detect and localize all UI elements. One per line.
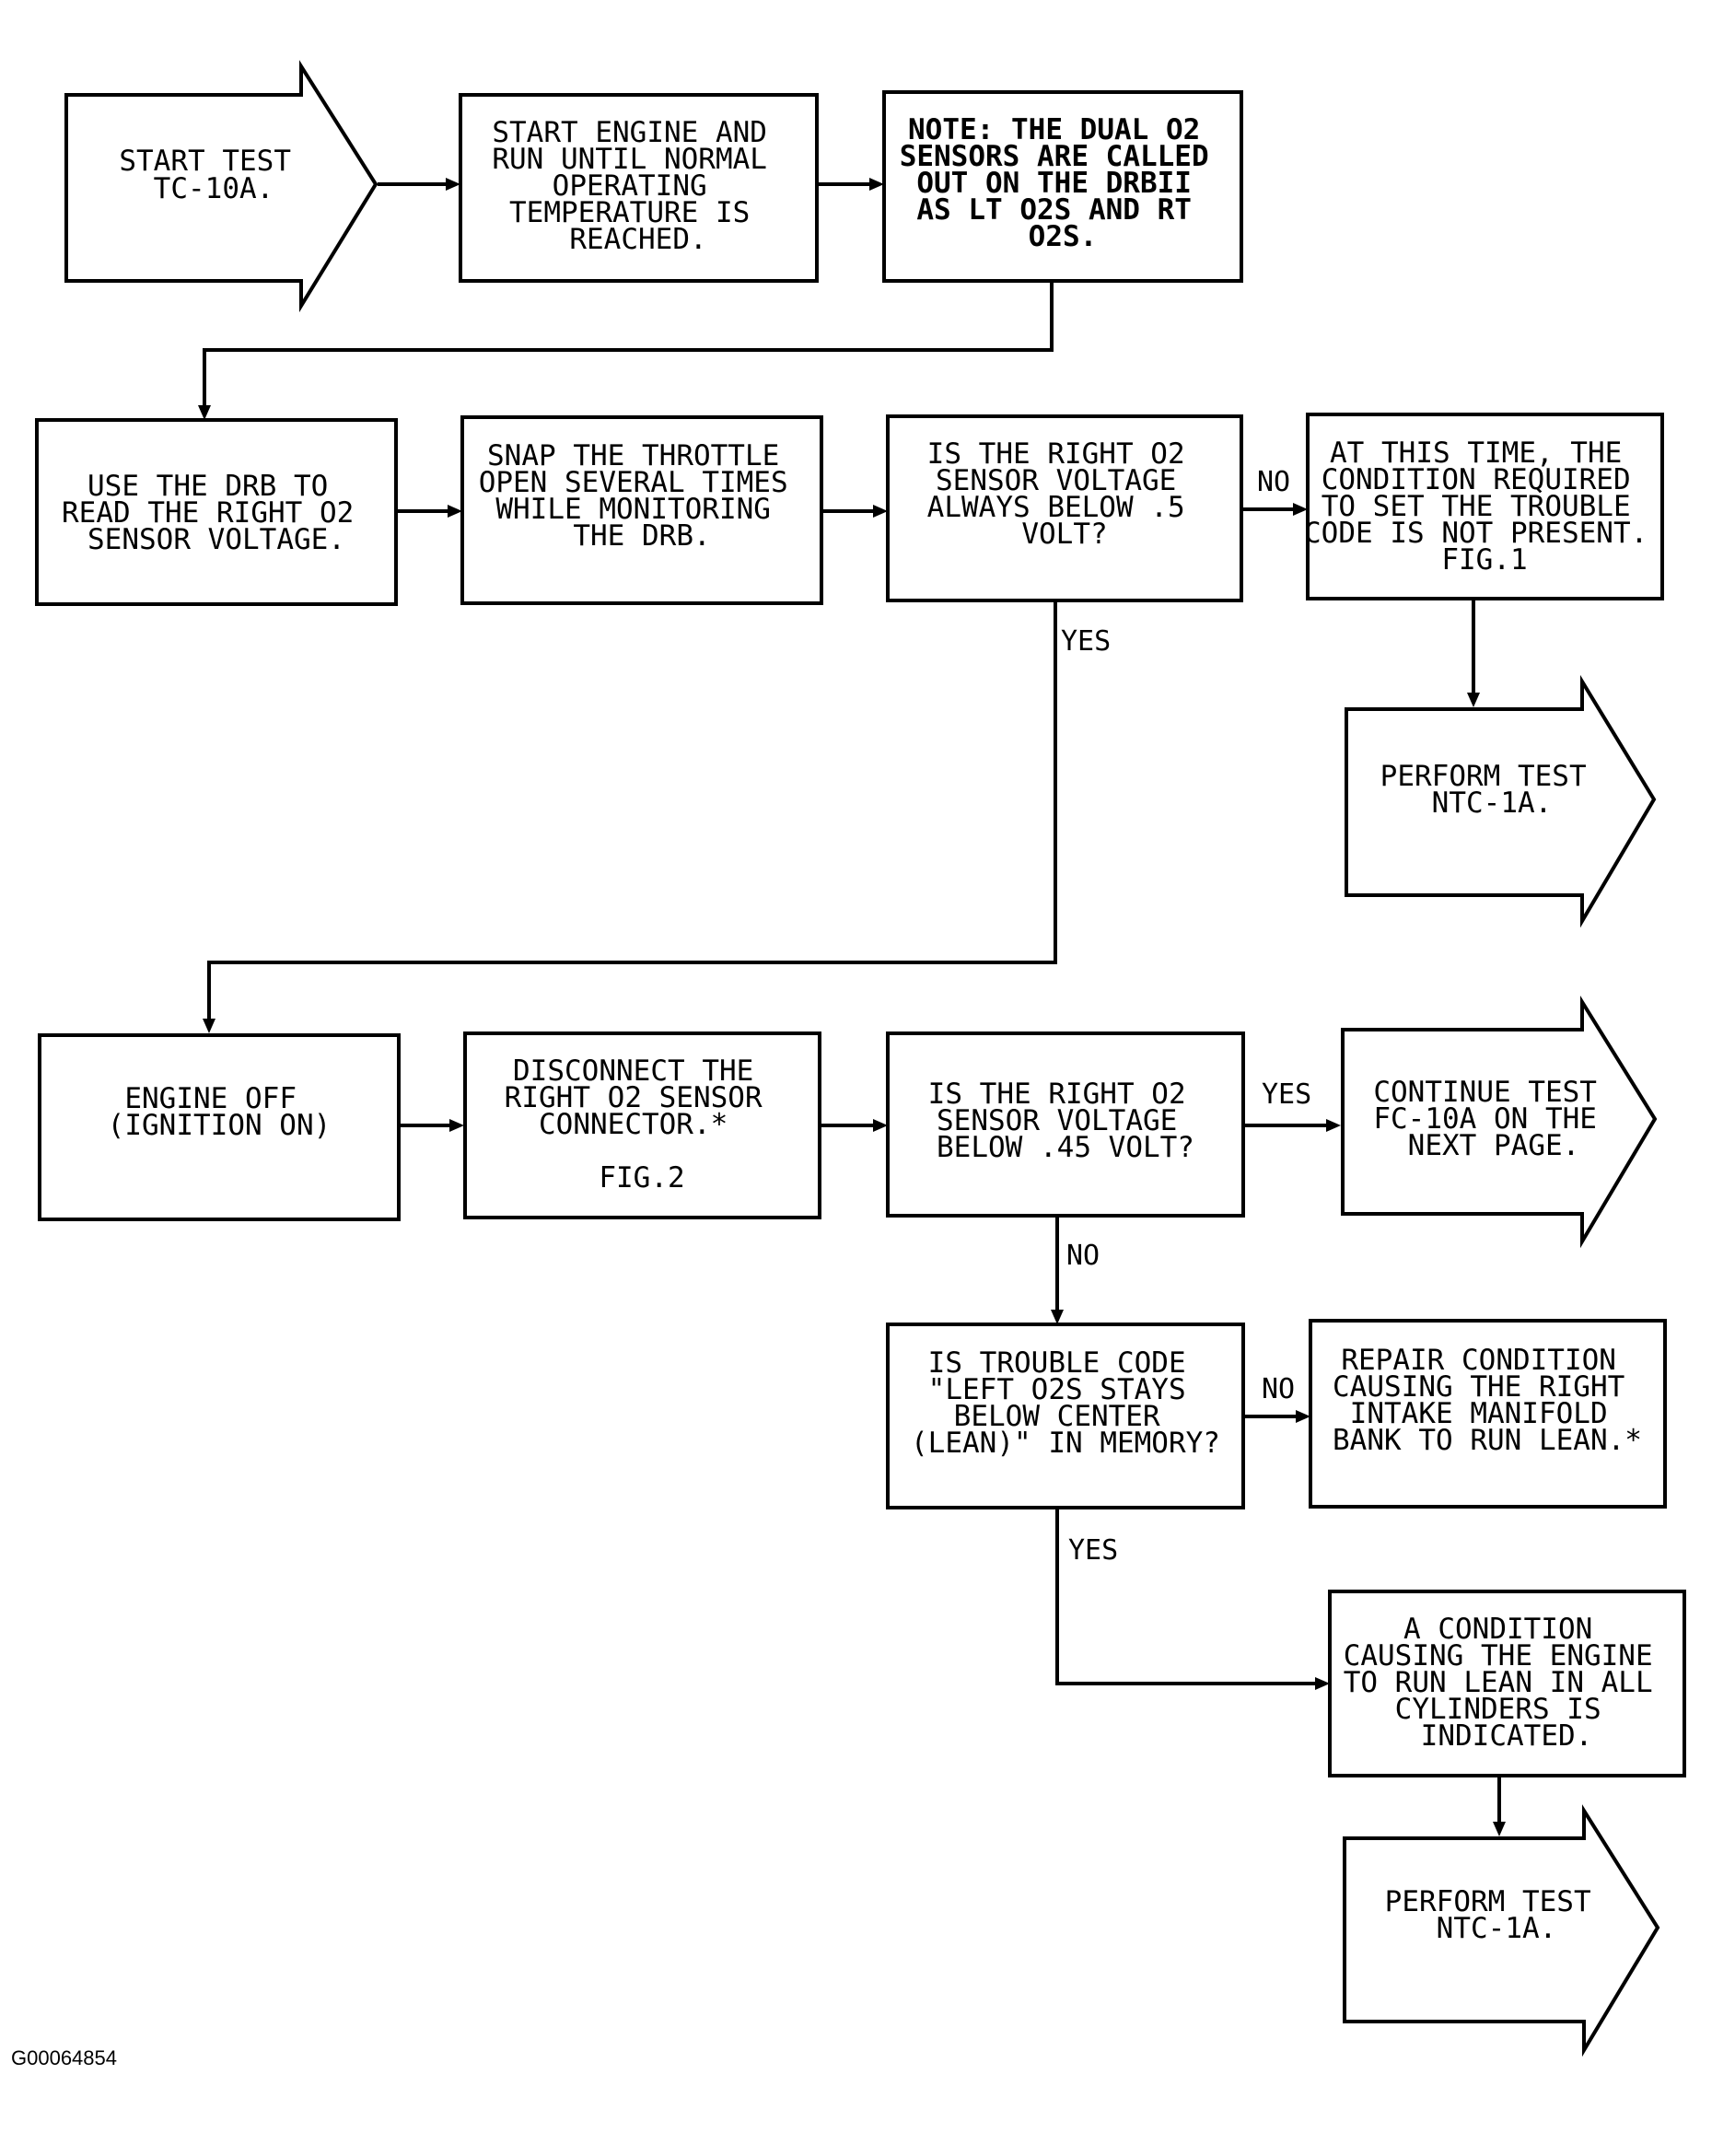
svg-text:IS THE RIGHT O2 SENSOR V: IS THE RIGHT O2 SENSOR VOLTAGE ALWAYS BE… (927, 437, 1203, 551)
condition-lean-node: A CONDITION CAUSING THE ENGINE TO RUN LE… (1328, 1590, 1686, 1777)
arrowhead (1467, 693, 1480, 707)
arrowhead (449, 1119, 464, 1132)
disconnect-node: DISCONNECT THE RIGHT O2 SENSOR CONNECTOR… (463, 1031, 821, 1219)
svg-text:REPAIR CONDITION CAUSING: REPAIR CONDITION CAUSING THE RIGHT INTAK… (1333, 1344, 1642, 1457)
q-trouble-code-node: IS TROUBLE CODE "LEFT O2S STAYS BELOW CE… (886, 1323, 1245, 1509)
engine-off-node: ENGINE OFF (IGNITION ON) (38, 1033, 401, 1221)
run-engine-node: START ENGINE AND RUN UNTIL NORMAL OPERAT… (459, 93, 819, 283)
perform-ntc-node: PERFORM TEST NTC-1A. (1345, 674, 1657, 928)
node-text: START TEST TC-10A. (119, 145, 308, 205)
arrowhead (873, 1119, 888, 1132)
edge-q-below-5-yes (207, 600, 1057, 1024)
connectors: NO YES YES NO NO YES (198, 178, 1506, 1836)
use-drb-node: USE THE DRB TO READ THE RIGHT O2 SENSOR … (35, 418, 398, 606)
arrowhead (448, 505, 462, 518)
svg-text:IS TROUBLE CODE "LEFT O2: IS TROUBLE CODE "LEFT O2S STAYS BELOW CE… (911, 1346, 1220, 1460)
svg-text:PERFORM TEST NTC-1A.: PERFORM TEST NTC-1A. (1380, 760, 1604, 820)
snap-throttle-node: SNAP THE THROTTLE OPEN SEVERAL TIMES WHI… (460, 415, 823, 605)
edge-label-no: NO (1257, 466, 1290, 498)
continue-fc-node: CONTINUE TEST FC-10A ON THE NEXT PAGE. (1341, 995, 1658, 1249)
edge-label-yes: YES (1068, 1534, 1118, 1567)
figure-code: G00064854 (11, 2046, 117, 2069)
arrowhead (1493, 1822, 1506, 1836)
svg-text:CONTINUE TEST FC-10A ON: CONTINUE TEST FC-10A ON THE NEXT PAGE. (1373, 1076, 1613, 1162)
q-below-45-node: IS THE RIGHT O2 SENSOR VOLTAGE BELOW .45… (886, 1031, 1245, 1218)
perform-ntc-node: PERFORM TEST NTC-1A. (1343, 1804, 1660, 2057)
arrowhead (869, 178, 884, 191)
arrowhead (1051, 1310, 1064, 1324)
svg-text:AT THIS TIME, THE CONDIT: AT THIS TIME, THE CONDITION REQUIRED TO … (1304, 437, 1665, 577)
edge-note-to-use-drb (203, 281, 1054, 411)
svg-text:IS THE RIGHT O2 SENSOR V: IS THE RIGHT O2 SENSOR VOLTAGE BELOW .45… (928, 1078, 1204, 1164)
svg-text:ENGINE OFF (IGNITION ON): ENGINE OFF (IGNITION ON) (108, 1082, 332, 1142)
svg-text:SNAP THE THROTTLE OPEN S: SNAP THE THROTTLE OPEN SEVERAL TIMES WHI… (479, 439, 806, 553)
svg-text:USE THE DRB TO READ THE: USE THE DRB TO READ THE RIGHT O2 SENSOR … (62, 470, 371, 556)
svg-text:A CONDITION CAUSING THE: A CONDITION CAUSING THE ENGINE TO RUN LE… (1344, 1613, 1671, 1753)
arrowhead (446, 178, 460, 191)
arrowhead (1293, 503, 1308, 516)
arrowhead (203, 1019, 215, 1033)
svg-text:START ENGINE AND RUN UNT: START ENGINE AND RUN UNTIL NORMAL OPERAT… (492, 116, 784, 256)
q-below-5-node: IS THE RIGHT O2 SENSOR VOLTAGE ALWAYS BE… (886, 414, 1243, 602)
arrowhead (1326, 1119, 1341, 1132)
edge-label-no: NO (1066, 1240, 1100, 1272)
start-node: START TEST TC-10A. (64, 60, 378, 313)
svg-text:PERFORM TEST NTC-1A.: PERFORM TEST NTC-1A. (1385, 1885, 1609, 1945)
edge-label-yes: YES (1262, 1078, 1311, 1111)
not-present-node: AT THIS TIME, THE CONDITION REQUIRED TO … (1304, 413, 1665, 600)
arrowhead (1296, 1410, 1310, 1423)
note-node: NOTE: THE DUAL O2 SENSORS ARE CALLED OUT… (882, 90, 1243, 283)
edge-q-trouble-yes (1055, 1508, 1322, 1685)
edge-label-no: NO (1262, 1373, 1295, 1405)
svg-text:DISCONNECT THE RIGHT O2: DISCONNECT THE RIGHT O2 SENSOR CONNECTOR… (505, 1055, 780, 1195)
edge-label-yes: YES (1061, 625, 1111, 658)
arrowhead (873, 505, 888, 518)
arrowhead (198, 405, 211, 420)
arrowhead (1315, 1677, 1330, 1690)
repair-node: REPAIR CONDITION CAUSING THE RIGHT INTAK… (1309, 1319, 1667, 1509)
svg-text:NOTE: THE DUAL O2 SENSOR: NOTE: THE DUAL O2 SENSORS ARE CALLED OUT… (900, 113, 1227, 253)
